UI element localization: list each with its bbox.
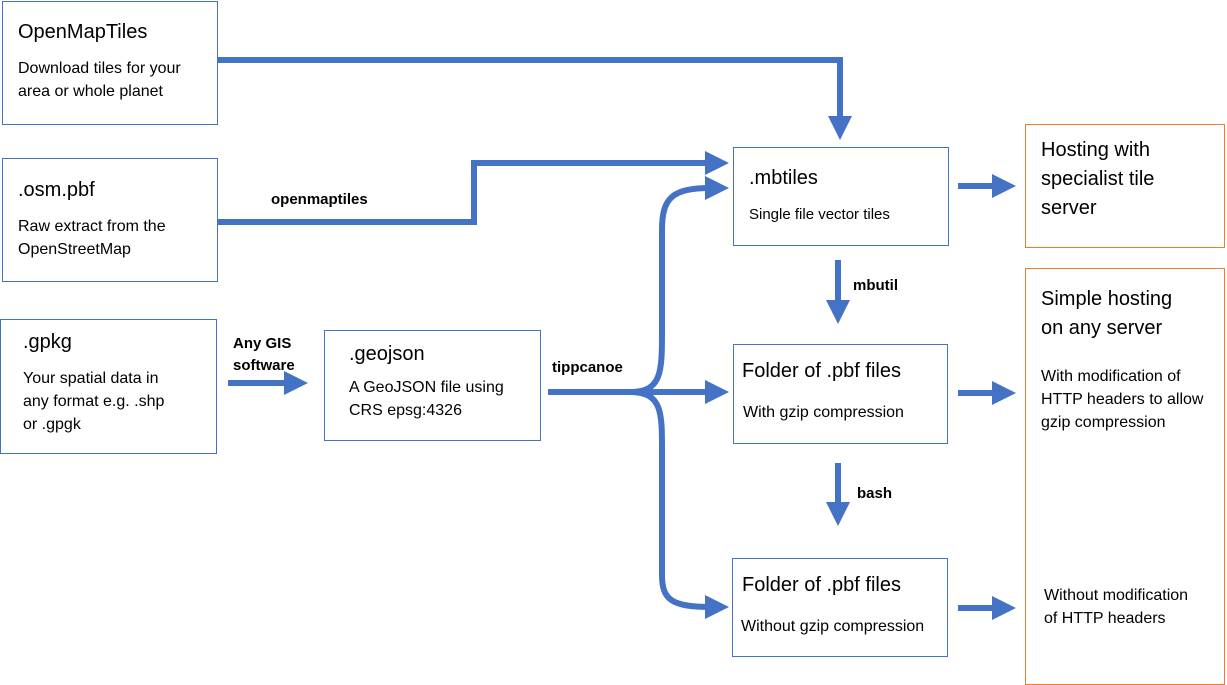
node-title: .gpkg — [23, 331, 72, 353]
hosting-note: of HTTP headers — [1044, 610, 1166, 627]
node-gpkg: .gpkg Your spatial data in any format e.… — [0, 319, 217, 454]
node-title: OpenMapTiles — [18, 21, 148, 43]
node-title: server — [1041, 197, 1097, 219]
node-desc: any format e.g. .shp — [23, 393, 165, 410]
hosting-note: With modification of — [1041, 368, 1181, 385]
hosting-note: gzip compression — [1041, 414, 1166, 431]
node-title: .mbtiles — [749, 167, 818, 189]
node-desc: Raw extract from the — [18, 218, 166, 235]
node-osm-pbf: .osm.pbf Raw extract from the OpenStreet… — [2, 158, 218, 282]
edge-label-tippecanoe: tippcanoe — [552, 359, 623, 376]
node-title: Simple hosting — [1041, 288, 1173, 310]
node-desc: area or whole planet — [18, 83, 163, 100]
node-desc: CRS epsg:4326 — [349, 402, 462, 419]
node-hosting-simple: Simple hosting on any server With modifi… — [1025, 268, 1225, 685]
node-geojson: .geojson A GeoJSON file using CRS epsg:4… — [324, 330, 541, 441]
hosting-note: Without modification — [1044, 587, 1189, 604]
node-desc: With gzip compression — [743, 404, 904, 421]
node-desc: OpenStreetMap — [18, 241, 131, 258]
edge-label-mbutil: mbutil — [853, 277, 898, 294]
node-folder-gzip: Folder of .pbf files With gzip compressi… — [733, 344, 948, 444]
arrow-openmaptiles-to-mbtiles — [218, 57, 852, 140]
arrow-branch-to-folder-nogzip — [629, 389, 729, 619]
arrow-branch-to-mbtiles — [629, 176, 729, 395]
edge-label-bash: bash — [857, 485, 893, 502]
node-hosting-specialist: Hosting with specialist tile server — [1025, 124, 1225, 248]
node-title: on any server — [1041, 317, 1163, 339]
node-desc: Single file vector tiles — [749, 206, 890, 223]
node-desc: Download tiles for your — [18, 60, 181, 77]
node-desc: A GeoJSON file using — [349, 379, 504, 396]
node-title: specialist tile — [1041, 168, 1155, 190]
edge-label-openmaptiles: openmaptiles — [271, 191, 368, 208]
hosting-note: HTTP headers to allow — [1041, 391, 1204, 408]
node-title: Folder of .pbf files — [742, 360, 901, 382]
node-title: .geojson — [349, 343, 425, 365]
edge-label-any-gis: software — [233, 357, 295, 374]
arrow-osm-to-mbtiles — [218, 151, 729, 225]
node-desc: or .gpgk — [23, 416, 81, 433]
edge-label-any-gis: Any GIS — [233, 335, 292, 352]
node-openmaptiles: OpenMapTiles Download tiles for your are… — [2, 1, 218, 125]
node-desc: Without gzip compression — [741, 618, 925, 635]
node-title: .osm.pbf — [18, 179, 95, 201]
node-folder-nogzip: Folder of .pbf files Without gzip compre… — [732, 558, 948, 657]
node-desc: Your spatial data in — [23, 370, 159, 387]
node-title: Hosting with — [1041, 139, 1150, 161]
node-title: Folder of .pbf files — [742, 574, 901, 596]
node-mbtiles: .mbtiles Single file vector tiles — [733, 147, 949, 246]
